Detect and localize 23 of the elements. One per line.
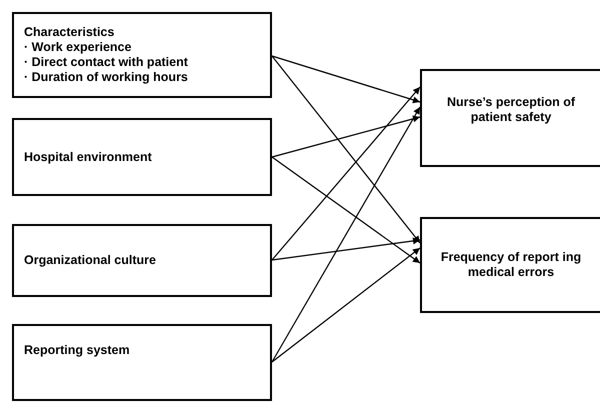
bullet-item: · Direct contact with patient — [24, 55, 188, 70]
box-label: Frequency of report ing medical errors — [440, 250, 582, 280]
arrow — [272, 248, 420, 362]
arrow — [272, 86, 420, 260]
box — [420, 69, 600, 167]
box-heading: Characteristics — [24, 25, 114, 40]
box-label: Hospital environment — [24, 150, 152, 164]
arrow — [272, 115, 420, 158]
arrow — [271, 106, 421, 362]
arrow — [272, 156, 420, 264]
arrow — [272, 55, 420, 104]
bullet-item: · Work experience — [24, 40, 132, 55]
box-label: Nurse’s perception of patient safety — [446, 95, 576, 125]
box-label: Organizational culture — [24, 253, 156, 268]
box — [12, 324, 272, 401]
arrow — [272, 56, 420, 244]
box — [12, 118, 272, 196]
box-label: Reporting system — [24, 343, 130, 358]
box — [420, 217, 600, 313]
arrow — [272, 237, 420, 261]
bullet-item: · Duration of working hours — [24, 70, 188, 85]
box — [12, 12, 272, 98]
box — [12, 224, 272, 297]
